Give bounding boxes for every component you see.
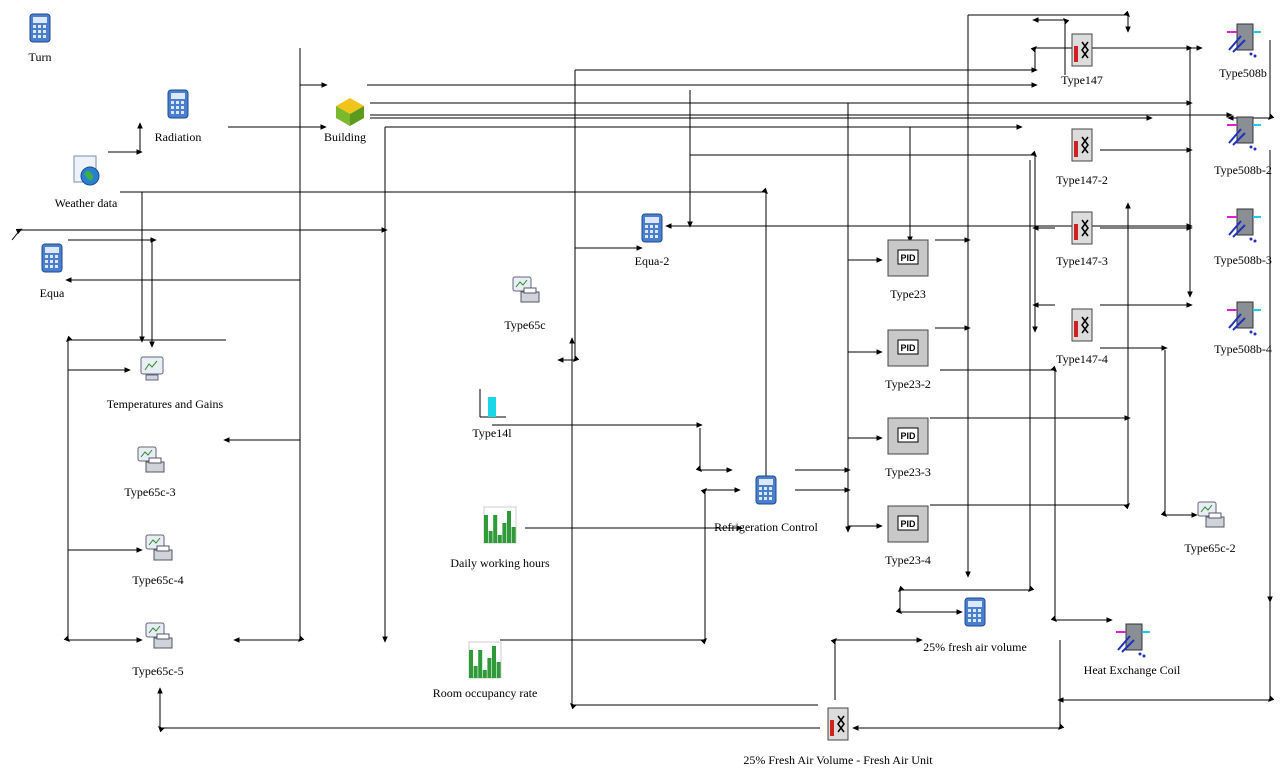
component-label-turn: Turn xyxy=(28,50,52,64)
weather-data-icon[interactable] xyxy=(73,155,100,186)
connection-line xyxy=(233,48,305,643)
printer-plotter-icon[interactable] xyxy=(145,622,173,649)
pid-controller-icon[interactable]: PID xyxy=(887,239,929,277)
fan-icon[interactable] xyxy=(1071,128,1093,162)
svg-text:PID: PID xyxy=(900,519,916,529)
component-label-radiation: Radiation xyxy=(154,130,202,144)
component-label-t147_3: Type147-3 xyxy=(1056,254,1108,268)
component-label-t65c2: Type65c-2 xyxy=(1184,541,1236,555)
component-label-t147_4: Type147-4 xyxy=(1056,352,1108,366)
component-label-occ: Room occupancy rate xyxy=(432,686,538,700)
connection-line xyxy=(569,337,818,710)
connection-line xyxy=(1030,45,1203,70)
cooling-coil-icon[interactable] xyxy=(1227,23,1261,58)
pid-controller-icon[interactable]: PID xyxy=(887,417,929,455)
connection-line xyxy=(557,70,580,363)
online-plotter-icon[interactable] xyxy=(140,356,164,381)
fan-icon[interactable] xyxy=(1071,308,1093,342)
printer-plotter-icon[interactable] xyxy=(1197,501,1225,528)
fan-icon[interactable] xyxy=(1071,33,1093,67)
svg-text:PID: PID xyxy=(900,253,916,263)
component-label-t65c4: Type65c-4 xyxy=(132,573,184,587)
connection-line xyxy=(852,640,1065,731)
component-label-t23_4: Type23-4 xyxy=(885,553,931,567)
calculator-icon[interactable] xyxy=(29,13,51,43)
component-label-refctl: Refrigeration Control xyxy=(714,520,818,534)
component-label-t23_2: Type23-2 xyxy=(885,377,931,391)
component-label-t147: Type147 xyxy=(1061,73,1103,87)
connection-line xyxy=(11,227,388,241)
cooling-coil-icon[interactable] xyxy=(1227,301,1261,336)
connection-line xyxy=(120,187,769,483)
component-label-t14: Type14l xyxy=(472,426,512,440)
building-icon[interactable] xyxy=(336,98,364,126)
heat-exchange-coil-icon[interactable] xyxy=(1116,623,1150,658)
printer-plotter-icon[interactable] xyxy=(137,446,165,473)
printer-plotter-icon[interactable] xyxy=(145,534,173,561)
cooling-coil-icon[interactable] xyxy=(1227,208,1261,243)
component-label-equa: Equa xyxy=(39,286,65,300)
component-label-fresh25: 25% fresh air volume xyxy=(923,640,1027,654)
connection-line xyxy=(895,160,1035,615)
svg-text:PID: PID xyxy=(900,343,916,353)
connection-line xyxy=(690,150,1038,333)
connection-line xyxy=(940,365,1113,623)
fan-icon[interactable] xyxy=(827,707,849,741)
connection-line xyxy=(1057,150,1275,703)
connection-lines xyxy=(11,10,1275,733)
component-label-t23_3: Type23-3 xyxy=(885,465,931,479)
connection-line xyxy=(157,687,820,733)
component-label-equa2: Equa-2 xyxy=(634,254,670,268)
calculator-icon[interactable] xyxy=(167,89,189,119)
component-label-freshunit: 25% Fresh Air Volume - Fresh Air Unit xyxy=(743,753,933,767)
calculator-icon[interactable] xyxy=(641,213,663,243)
connection-line xyxy=(1160,350,1198,518)
pid-controller-icon[interactable]: PID xyxy=(887,329,929,367)
forcing-function-icon[interactable] xyxy=(479,389,506,418)
component-label-t508b4: Type508b-4 xyxy=(1214,342,1272,356)
svg-text:PID: PID xyxy=(900,431,916,441)
connection-line xyxy=(968,10,1131,33)
component-label-t65c3: Type65c-3 xyxy=(124,485,176,499)
component-label-t508b2: Type508b-2 xyxy=(1214,163,1272,177)
component-label-t508b3: Type508b-3 xyxy=(1214,253,1272,267)
cooling-coil-icon[interactable] xyxy=(1227,116,1261,151)
connection-line xyxy=(830,637,923,700)
fan-icon[interactable] xyxy=(1071,211,1093,245)
component-label-daily: Daily working hours xyxy=(450,556,550,570)
component-label-t65c5: Type65c-5 xyxy=(132,664,184,678)
schedule-chart-icon[interactable] xyxy=(468,641,502,679)
connection-line xyxy=(500,487,741,645)
component-label-t65c: Type65c xyxy=(504,318,546,332)
component-label-t508b: Type508b xyxy=(1219,66,1267,80)
calculator-icon[interactable] xyxy=(41,243,63,273)
connection-line xyxy=(695,428,733,473)
component-label-t147_2: Type147-2 xyxy=(1056,173,1108,187)
component-label-t23: Type23 xyxy=(890,287,926,301)
calculator-icon[interactable] xyxy=(964,597,986,627)
schedule-chart-icon[interactable] xyxy=(483,506,517,544)
connection-line xyxy=(63,335,226,643)
component-label-hxcoil: Heat Exchange Coil xyxy=(1083,663,1181,677)
component-icons: PID PID PID PID xyxy=(29,13,1261,741)
component-label-temps: Temperatures and Gains xyxy=(106,397,224,411)
calculator-icon[interactable] xyxy=(755,475,777,505)
component-label-building: Building xyxy=(323,130,367,144)
component-label-weather: Weather data xyxy=(54,196,118,210)
connection-line xyxy=(1032,17,1070,75)
printer-plotter-icon[interactable] xyxy=(512,276,540,303)
pid-controller-icon[interactable]: PID xyxy=(887,505,929,543)
